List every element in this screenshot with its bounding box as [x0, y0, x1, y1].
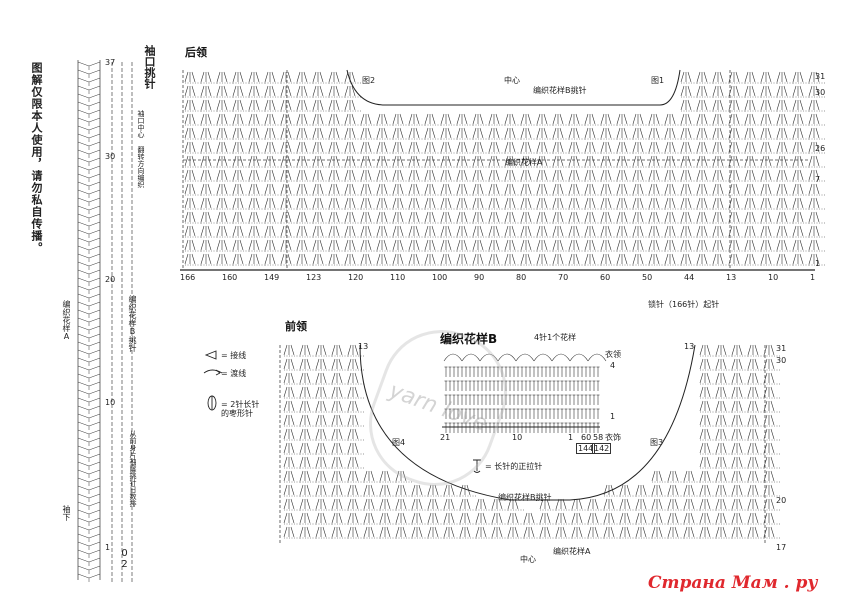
- back-stitch-tick: 10: [768, 273, 779, 282]
- back-stitch-tick: 120: [348, 273, 364, 282]
- legend-post: = 长针的正拉针: [485, 462, 543, 471]
- back-row-26: 26: [815, 144, 826, 153]
- sleeve-row-1: 1: [105, 543, 111, 552]
- back-stitch-tick: 100: [432, 273, 448, 282]
- back-stitch-tick: 166: [180, 273, 196, 282]
- pattern-b-stitch-21: 21: [440, 433, 451, 442]
- back-stitch-tick: 80: [516, 273, 527, 282]
- front-pattern-b-label: 编织花样B挑针: [498, 493, 552, 502]
- front-neck-chart: [279, 344, 780, 545]
- sleeve-pattern-a-label: 编织花样A: [62, 300, 71, 341]
- pattern-b-repeat-note: 4针1个花样: [534, 333, 577, 342]
- pattern-b-body: 衣饰: [605, 433, 621, 442]
- sleeve-page-number: 02: [119, 548, 130, 570]
- back-stitch-tick: 70: [558, 273, 569, 282]
- sleeve-bottom-label: 袖下: [62, 505, 71, 521]
- pattern-b-stitch-60: 60: [581, 433, 592, 442]
- back-row-30: 30: [815, 88, 826, 97]
- pattern-b-row-4: 4: [610, 361, 616, 370]
- back-stitch-tick: 1: [810, 273, 816, 282]
- back-stitch-tick: 90: [474, 273, 485, 282]
- post-stitch-icon: [473, 459, 481, 473]
- front-neck-title: 前领: [285, 320, 307, 333]
- cut-thread-icon: [203, 369, 223, 374]
- pattern-b-box-144: 144: [576, 443, 596, 454]
- back-fig-left: 图2: [362, 76, 376, 85]
- front-fig-right: 图3: [650, 438, 664, 447]
- back-stitch-tick: 149: [264, 273, 280, 282]
- sleeve-pattern-b-label: 编织花样B挑针: [128, 295, 137, 352]
- back-fig-right: 图1: [651, 76, 665, 85]
- back-neck-title: 后领: [185, 46, 207, 59]
- sleeve-row-20: 20: [105, 275, 116, 284]
- front-row-20: 20: [776, 496, 787, 505]
- pattern-b-stitch-10: 10: [512, 433, 523, 442]
- back-chain-note: 锁针（166针）起针: [648, 300, 720, 309]
- sleeve-row-37: 37: [105, 58, 116, 67]
- back-stitch-tick: 60: [600, 273, 611, 282]
- back-row-7: 7: [815, 175, 821, 184]
- back-stitch-tick: 123: [306, 273, 322, 282]
- arrow-icon: [215, 369, 221, 376]
- copyright-notice: 图解仅限本人使用，请勿私自传播。: [30, 62, 43, 254]
- site-logo: Страна Мам . ру: [648, 573, 818, 593]
- back-pattern-a-label: 编织花样A: [505, 158, 543, 167]
- back-row-31: 31: [815, 72, 826, 81]
- front-row-17: 17: [776, 543, 787, 552]
- sleeve-row-30: 30: [105, 152, 116, 161]
- pattern-b-stitch-1: 1: [568, 433, 574, 442]
- back-stitch-tick: 110: [390, 273, 406, 282]
- sleeve-chart-svg: [77, 60, 133, 582]
- pattern-b-chart: [442, 353, 607, 433]
- pattern-b-title: 编织花样B: [440, 332, 498, 346]
- back-center-label: 中心: [504, 76, 520, 85]
- back-stitch-tick: 13: [726, 273, 737, 282]
- sleeve-center-note: 袖口中心 翻转方向编织: [137, 110, 145, 188]
- join-icon: [204, 350, 217, 360]
- front-row-30: 30: [776, 356, 787, 365]
- pattern-b-collar: 衣领: [605, 350, 621, 359]
- front-pattern-a-label: 编织花样A: [553, 547, 591, 556]
- back-neck-chart: [180, 69, 825, 271]
- pattern-b-stitch-58: 58: [593, 433, 604, 442]
- legend-symbols: [203, 350, 223, 411]
- legend-cluster: = 2针长针的枣形针: [221, 400, 260, 418]
- pattern-b-row-1: 1: [610, 412, 616, 421]
- front-fig-left: 图4: [392, 438, 406, 447]
- back-stitch-tick: 50: [642, 273, 653, 282]
- front-center-label: 中心: [520, 555, 536, 564]
- back-row-1: 1: [815, 259, 821, 268]
- back-stitch-tick: 160: [222, 273, 238, 282]
- legend-cut: = 渡线: [221, 369, 247, 378]
- back-pattern-b-label: 编织花样B挑针: [533, 86, 587, 95]
- legend-join: = 接线: [221, 351, 247, 360]
- sleeve-row-10: 10: [105, 398, 116, 407]
- front-right-row-13: 13: [684, 342, 695, 351]
- front-row-31: 31: [776, 344, 787, 353]
- front-left-row-13: 13: [358, 342, 369, 351]
- back-stitch-tick: 44: [684, 273, 695, 282]
- pattern-b-box-142: 142: [592, 443, 612, 454]
- sleeve-direction-note: 从前身片袖窿挑针日数排: [129, 430, 137, 507]
- sleeve-diagram: [60, 40, 170, 610]
- sleeve-title: 袖口挑针: [143, 45, 156, 89]
